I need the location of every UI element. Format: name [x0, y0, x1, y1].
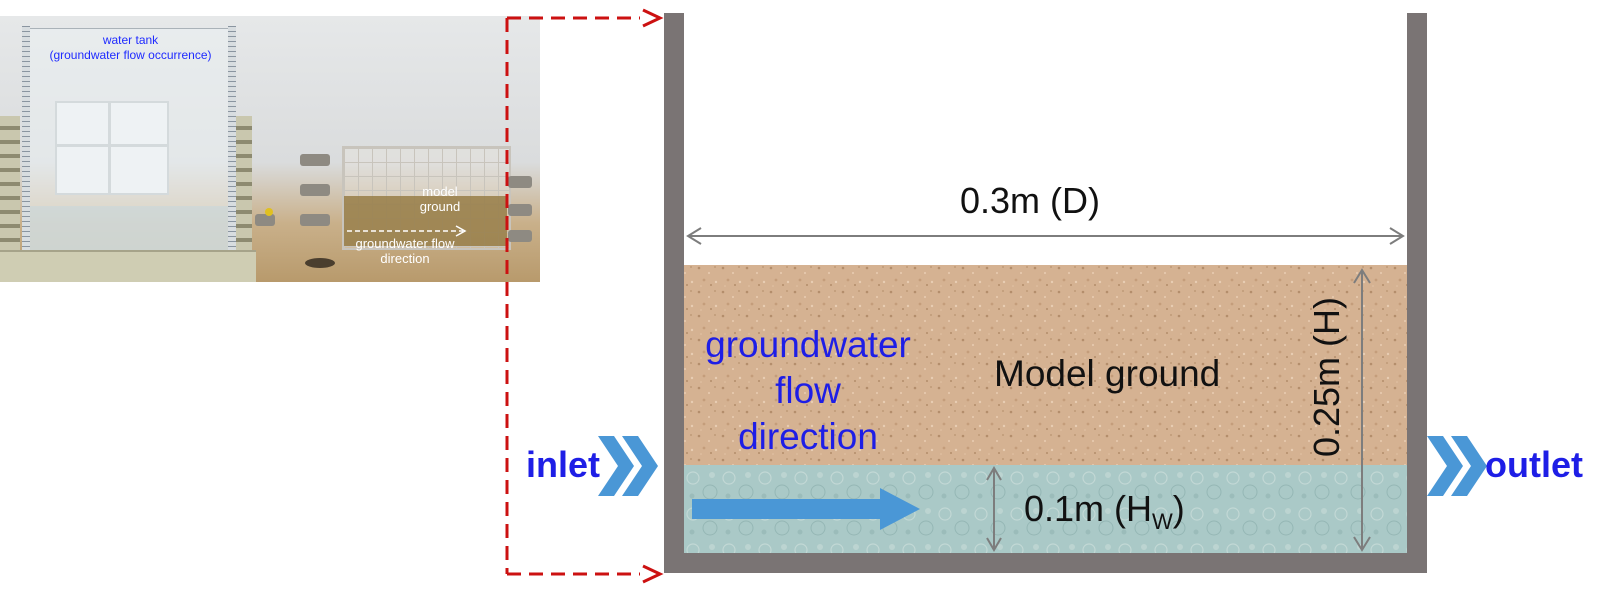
flow-direction-arrow — [692, 488, 920, 530]
water-depth-label: 0.1m (HW) — [1024, 488, 1185, 535]
valve — [508, 230, 532, 242]
model-label-line1: model — [422, 184, 458, 199]
outlet-label: outlet — [1485, 444, 1583, 485]
valve — [255, 214, 275, 226]
model-label-line2: ground — [419, 199, 461, 214]
valve — [508, 176, 532, 188]
shelf-post — [0, 116, 20, 282]
outlet-chevron-icon — [1427, 436, 1463, 496]
width-arrowhead-left — [686, 227, 702, 245]
model-ground-soil — [684, 265, 1407, 465]
water-depth-label-main: 0.1m (H — [1024, 488, 1153, 529]
model-ground-label: Model ground — [994, 353, 1221, 394]
valve — [300, 154, 330, 166]
tank-label-line2: (groundwater flow occurrence) — [49, 48, 212, 62]
valve — [300, 184, 330, 196]
height-arrowhead-top — [1353, 268, 1371, 284]
tank-water — [29, 206, 232, 250]
width-arrowhead-right — [1389, 227, 1405, 245]
outlet-chevron-icon — [1451, 436, 1487, 496]
valve — [300, 214, 330, 226]
height-label: 0.25m (H) — [1306, 296, 1347, 458]
photo-flow-label: groundwater flow direction — [335, 236, 475, 266]
tank-left-wall — [664, 13, 684, 573]
width-label: 0.3m (D) — [960, 180, 1101, 221]
drain — [305, 258, 335, 268]
water-depth-label-end: ) — [1172, 488, 1185, 529]
model-soil — [344, 196, 507, 246]
inlet-chevron-icon — [622, 436, 658, 496]
flow-label-line1: groundwater flow — [355, 236, 455, 251]
tank-label-line1: water tank — [102, 33, 159, 47]
water-depth-arrowhead-bottom — [986, 537, 1002, 552]
ruler — [228, 26, 236, 256]
flow-label-line2: direction — [380, 251, 430, 266]
shelf-post — [236, 116, 252, 282]
flow-direction-line1: groundwater — [705, 324, 911, 365]
shelf-base — [0, 250, 256, 282]
flow-direction-line2: flow — [775, 370, 841, 411]
experiment-photo: water tank (groundwater flow occurrence)… — [0, 16, 540, 282]
model-ground-photo-label: model ground — [405, 184, 475, 214]
flow-direction-label: groundwater flow direction — [692, 322, 924, 460]
ruler — [22, 26, 30, 256]
water-depth-arrowhead-top — [986, 466, 1002, 481]
tank-bottom — [664, 553, 1427, 573]
height-arrowhead-bottom — [1353, 536, 1371, 552]
tank-label: water tank (groundwater flow occurrence) — [28, 33, 233, 63]
inlet-chevron-icon — [598, 436, 634, 496]
water-depth-label-sub: W — [1152, 509, 1173, 535]
flow-direction-line3: direction — [738, 416, 878, 457]
photo-flow-arrow — [347, 225, 467, 237]
valve — [508, 204, 532, 216]
valve-handle — [265, 208, 273, 216]
connector-bottom-arrowhead — [642, 564, 664, 584]
connector-top-arrowhead — [642, 8, 664, 28]
inlet-label: inlet — [526, 444, 601, 485]
tank-right-wall — [1407, 13, 1427, 573]
